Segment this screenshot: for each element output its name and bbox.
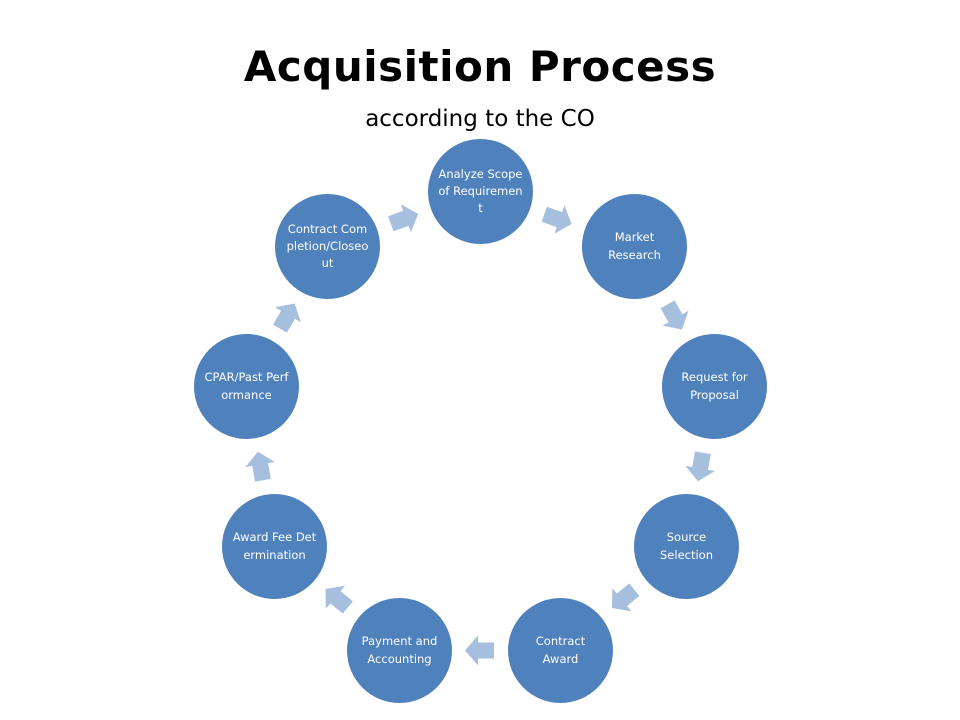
cycle-step-contract-closeout[interactable]: Contract Completion/Closeout bbox=[275, 194, 380, 299]
cycle-arrow-icon bbox=[325, 585, 353, 614]
slide-title: Acquisition Process bbox=[243, 42, 717, 91]
cycle-step-award-fee-determination[interactable]: Award Fee Determination bbox=[222, 494, 327, 599]
arrow-cpar-to-closeout bbox=[273, 303, 301, 333]
cycle-step-request-for-proposal[interactable]: Request for Proposal bbox=[662, 334, 767, 439]
arrow-source-to-award bbox=[611, 583, 640, 612]
arrow-market-to-rfp bbox=[660, 300, 689, 330]
cycle-step-payment-and-accounting[interactable]: Payment and Accounting bbox=[347, 598, 452, 703]
cycle-step-market-research[interactable]: Market Research bbox=[582, 194, 687, 299]
cycle-step-label: Request for Proposal bbox=[681, 370, 748, 402]
cycle-step-cpar-past-performance[interactable]: CPAR/Past Performance bbox=[194, 334, 299, 439]
cycle-arrow-icon bbox=[245, 451, 275, 482]
arrow-award-to-payment bbox=[465, 635, 494, 666]
slide-subtitle: according to the CO bbox=[365, 106, 595, 132]
cycle-arrow-icon bbox=[273, 303, 301, 333]
arrow-payment-to-fee bbox=[325, 585, 353, 614]
cycle-step-label: Payment and Accounting bbox=[361, 634, 438, 666]
cycle-step-label: Contract Completion/Closeout bbox=[286, 221, 369, 271]
cycle-arrow-icon bbox=[465, 635, 494, 666]
cycle-step-contract-award[interactable]: Contract Award bbox=[508, 598, 613, 703]
cycle-arrow-icon bbox=[388, 204, 419, 233]
cycle-step-label: Award Fee Determination bbox=[232, 530, 317, 562]
arrow-rfp-to-source bbox=[685, 451, 715, 482]
cycle-step-analyze-scope[interactable]: Analyze Scope of Requirement bbox=[428, 139, 533, 244]
cycle-arrow-icon bbox=[611, 583, 640, 612]
cycle-step-label: Source Selection bbox=[660, 530, 713, 562]
cycle-step-label: Contract Award bbox=[535, 634, 586, 666]
cycle-arrow-icon bbox=[685, 451, 715, 482]
arrow-closeout-to-analyze bbox=[388, 204, 419, 233]
cycle-step-label: CPAR/Past Performance bbox=[204, 370, 289, 402]
cycle-arrow-icon bbox=[660, 300, 689, 330]
arrow-fee-to-cpar bbox=[245, 451, 275, 482]
cycle-arrow-icon bbox=[541, 205, 572, 234]
cycle-step-label: Analyze Scope of Requirement bbox=[438, 166, 523, 216]
arrow-analyze-to-market bbox=[541, 205, 572, 234]
cycle-step-label: Market Research bbox=[608, 230, 661, 262]
cycle-step-source-selection[interactable]: Source Selection bbox=[634, 494, 739, 599]
